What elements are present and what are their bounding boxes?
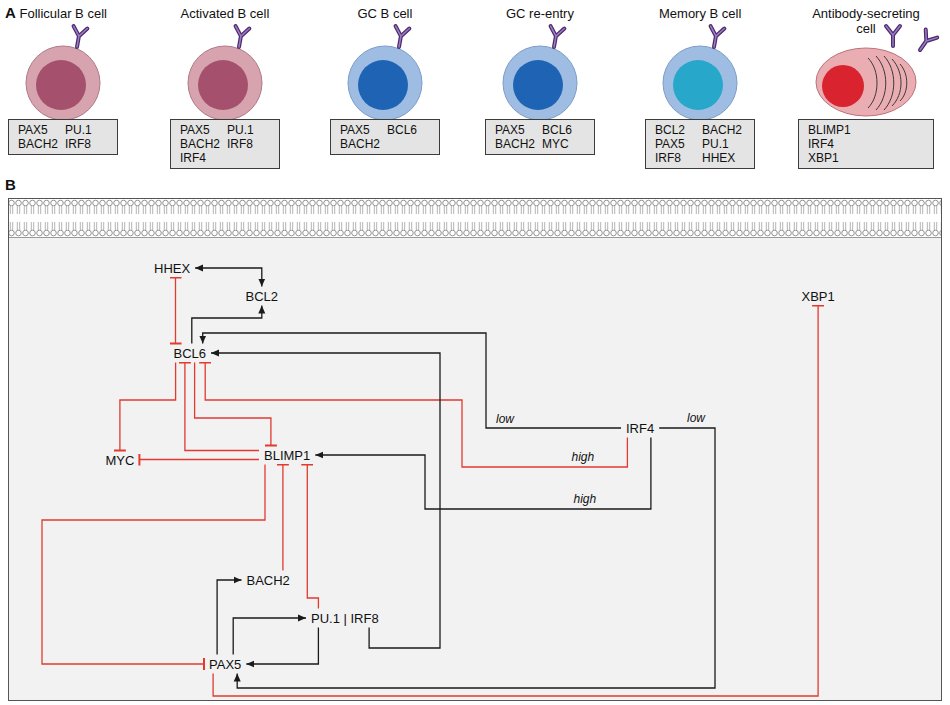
gene-name: PU.1 — [227, 123, 270, 137]
gene-name: HHEX — [154, 261, 190, 276]
level-label: low — [685, 412, 707, 425]
cell-type-title: GC B cell — [358, 6, 413, 21]
gene-name: HHEX — [702, 151, 745, 165]
inhibition-line — [195, 363, 271, 446]
inhibition-line — [282, 465, 283, 571]
gene-node: HHEX — [150, 260, 194, 277]
panel-letter: B — [5, 176, 16, 193]
panel-frame — [9, 199, 942, 701]
gene-name: BACH2 — [180, 137, 223, 151]
memory-b-cell — [663, 26, 737, 120]
gene-name: BCL2 — [655, 123, 698, 137]
gene-name: BACH2 — [495, 137, 538, 151]
activation-arrow — [203, 333, 621, 428]
gene-name: XBP1 — [802, 289, 835, 304]
marker-box: PAX5 PU.1BACH2 IRF8 — [8, 119, 118, 155]
gene-node: PU.1 | IRF8 — [307, 610, 383, 627]
activation-arrow — [246, 628, 318, 665]
membrane-edge — [9, 237, 942, 238]
cell-type-title: GC re-entry — [506, 6, 574, 21]
cell-type-title: Antibody-secreting cell — [802, 6, 930, 36]
cell-type-title: Memory B cell — [659, 6, 741, 21]
gene-node: BACH2 — [243, 572, 294, 589]
gc-b-cell — [348, 26, 422, 120]
gene-name: PAX5 — [655, 137, 698, 151]
gene-name: MYC — [542, 137, 585, 151]
gene-name: BCL6 — [542, 123, 585, 137]
level-label: high — [572, 493, 599, 506]
gene-name: BACH2 — [247, 573, 290, 588]
gene-name: BACH2 — [18, 137, 61, 151]
inhibition-line — [175, 278, 176, 344]
inhibition-line — [42, 465, 265, 665]
activation-arrow — [233, 618, 306, 655]
inhibition-line — [205, 363, 627, 468]
gene-name: PU.1 | IRF8 — [311, 611, 379, 626]
gene-name: PAX5 — [340, 123, 383, 137]
cytoplasm-ground — [9, 237, 942, 701]
follicular-b-cell — [26, 26, 100, 120]
gene-name: BCL2 — [246, 289, 279, 304]
gene-name: PAX5 — [18, 123, 61, 137]
marker-box: PAX5 PU.1BACH2 IRF8IRF4 — [170, 119, 280, 169]
gene-name: IRF4 — [808, 137, 924, 151]
activation-arrow — [315, 438, 651, 510]
marker-box: PAX5 BCL6BACH2 MYC — [485, 119, 595, 155]
gene-name: BLIMP1 — [808, 123, 924, 137]
gene-node: PAX5 — [205, 656, 245, 673]
gene-name: MYC — [106, 453, 135, 468]
gene-name: PU.1 — [65, 123, 108, 137]
activated-b-cell — [188, 26, 262, 120]
gene-node: IRF4 — [622, 420, 658, 437]
gc-reentry-cell — [503, 26, 577, 120]
gene-name: IRF4 — [180, 151, 223, 165]
gene-name: IRF4 — [626, 421, 654, 436]
gene-name: PAX5 — [495, 123, 538, 137]
inhibition-line — [213, 306, 818, 697]
inhibition-line — [185, 363, 259, 451]
level-label: high — [570, 451, 597, 464]
gene-node: MYC — [102, 452, 139, 469]
marker-box: BLIMP1IRF4XBP1 — [798, 119, 934, 169]
marker-box: PAX5 BCL6BACH2 — [330, 119, 440, 155]
gene-name: IRF8 — [655, 151, 698, 165]
gene-node: BCL2 — [242, 288, 283, 305]
cell-membrane — [9, 199, 942, 237]
inhibition-line — [139, 459, 259, 460]
gene-node: BLIMP1 — [260, 447, 314, 464]
cell-type-title: Activated B cell — [181, 6, 270, 21]
gene-node: BCL6 — [170, 345, 211, 362]
gene-name: BLIMP1 — [264, 448, 310, 463]
gene-name: IRF8 — [227, 137, 270, 151]
marker-box: BCL2 BACH2PAX5 PU.1IRF8 HHEX — [645, 119, 755, 169]
level-label: low — [494, 413, 516, 426]
gene-name: PU.1 — [702, 137, 745, 151]
activation-arrow — [211, 353, 440, 648]
gene-name: XBP1 — [808, 151, 924, 165]
activation-arrow — [217, 580, 241, 655]
inhibition-line — [307, 465, 318, 609]
cell-type-title: Follicular B cell — [20, 6, 107, 21]
gene-name: PAX5 — [209, 657, 241, 672]
gene-name: BACH2 — [340, 137, 383, 151]
panel-letter: A — [5, 4, 16, 21]
activation-arrow — [195, 268, 262, 287]
gene-name: BCL6 — [174, 346, 207, 361]
antibody-secreting-cell — [816, 26, 937, 116]
gene-name: PAX5 — [180, 123, 223, 137]
gene-name: IRF8 — [65, 137, 108, 151]
gene-name: BACH2 — [702, 123, 745, 137]
gene-node: XBP1 — [798, 288, 839, 305]
activation-arrow — [237, 428, 715, 688]
gene-name: BCL6 — [387, 123, 430, 137]
inhibition-line — [120, 363, 176, 451]
